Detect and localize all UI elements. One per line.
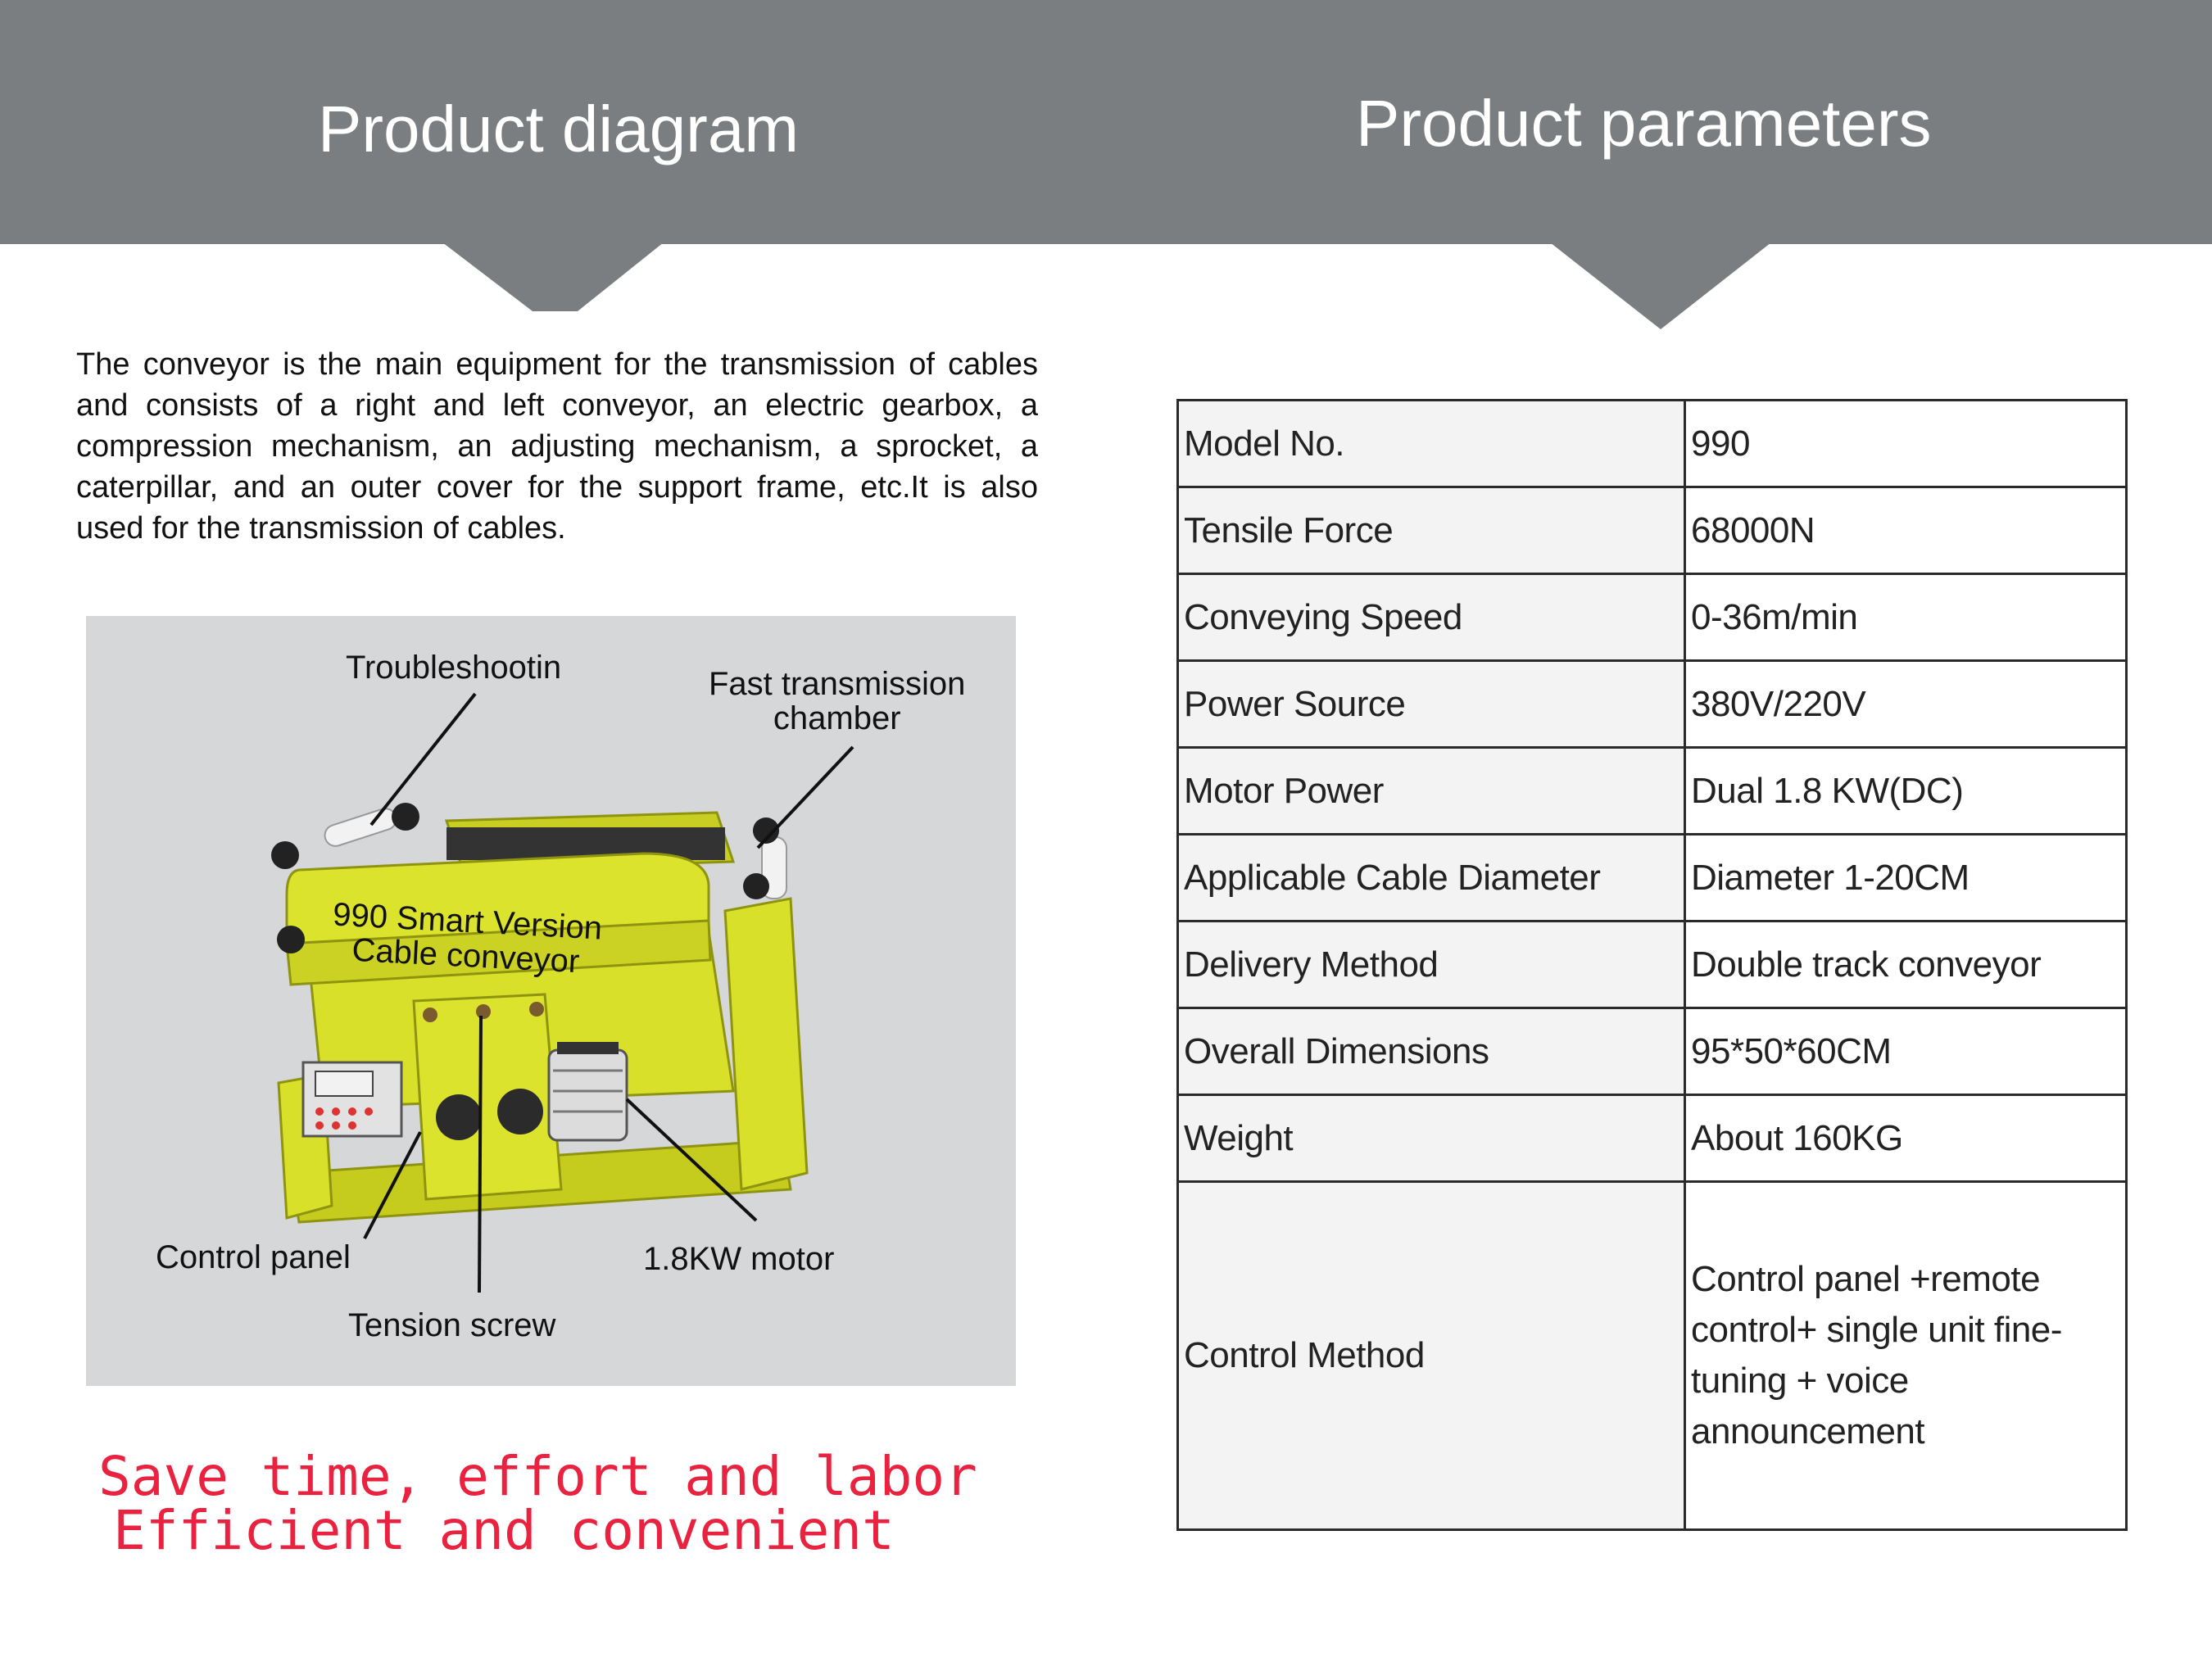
product-diagram-title: Product diagram [318,93,799,165]
right-header-notch [1550,242,1771,329]
param-key: Overall Dimensions [1176,1007,1686,1096]
machine-frame [277,811,809,1224]
table-row: Overall Dimensions 95*50*60CM [1176,1007,2128,1096]
machine-label: 990 Smart Version Cable conveyor [330,896,603,980]
table-row: Motor Power Dual 1.8 KW(DC) [1176,746,2128,836]
param-key: Power Source [1176,659,1686,749]
param-value: 380V/220V [1684,659,2128,749]
fast-transmission-chamber-label: Fast transmission chamber [709,667,965,736]
cable-conveyor-illustration [271,692,854,1293]
troubleshooting-label: Troubleshootin [346,650,562,686]
param-value: 95*50*60CM [1684,1007,2128,1096]
table-row: Model No. 990 [1176,399,2128,488]
fast-chamber-line2: chamber [773,700,901,736]
param-key: Motor Power [1176,746,1686,836]
control-method-line: announcement [1691,1411,1925,1451]
param-key: Tensile Force [1176,486,1686,575]
product-parameters-title: Product parameters [1356,87,1932,160]
control-panel-label: Control panel [156,1239,351,1275]
param-value: Double track conveyor [1684,920,2128,1009]
fast-chamber-line1: Fast transmission [709,666,966,702]
param-key: Applicable Cable Diameter [1176,833,1686,922]
param-key: Model No. [1176,399,1686,488]
param-value: About 160KG [1684,1094,2128,1183]
table-row: Control Method Control panel +remote con… [1176,1180,2128,1531]
param-value: Dual 1.8 KW(DC) [1684,746,2128,836]
motor-illustration [547,1042,628,1142]
product-parameters-table: Model No. 990 Tensile Force 68000N Conve… [1176,399,2128,1531]
param-key: Weight [1176,1094,1686,1183]
table-row: Power Source 380V/220V [1176,659,2128,749]
header-band [0,0,2212,244]
tension-screw-label: Tension screw [348,1307,556,1343]
param-value: 68000N [1684,486,2128,575]
table-row: Conveying Speed 0-36m/min [1176,573,2128,662]
param-value: Control panel +remote control+ single un… [1684,1180,2128,1531]
param-value: Diameter 1-20CM [1684,833,2128,922]
tagline-line2: Efficient and convenient [113,1499,895,1562]
table-row: Delivery Method Double track conveyor [1176,920,2128,1009]
table-row: Weight About 160KG [1176,1094,2128,1183]
control-method-line: Control panel +remote [1691,1259,2041,1299]
intro-paragraph: The conveyor is the main equipment for t… [76,347,1038,546]
table-row: Tensile Force 68000N [1176,486,2128,575]
control-method-line: tuning + voice [1691,1361,1909,1401]
control-method-line: control+ single unit fine- [1691,1310,2062,1350]
param-value: 990 [1684,399,2128,488]
tagline-line1: Save time, effort and labor [98,1445,977,1508]
control-box-illustration [301,1061,403,1138]
param-key: Conveying Speed [1176,573,1686,662]
motor-label: 1.8KW motor [643,1241,835,1277]
product-diagram-panel: Troubleshootin Fast transmission chamber… [86,616,1016,1386]
leader-lines [363,692,854,1293]
table-row: Applicable Cable Diameter Diameter 1-20C… [1176,833,2128,922]
param-key: Delivery Method [1176,920,1686,1009]
param-value: 0-36m/min [1684,573,2128,662]
left-header-notch [442,242,664,311]
param-key: Control Method [1176,1180,1686,1531]
rollers [271,803,787,953]
